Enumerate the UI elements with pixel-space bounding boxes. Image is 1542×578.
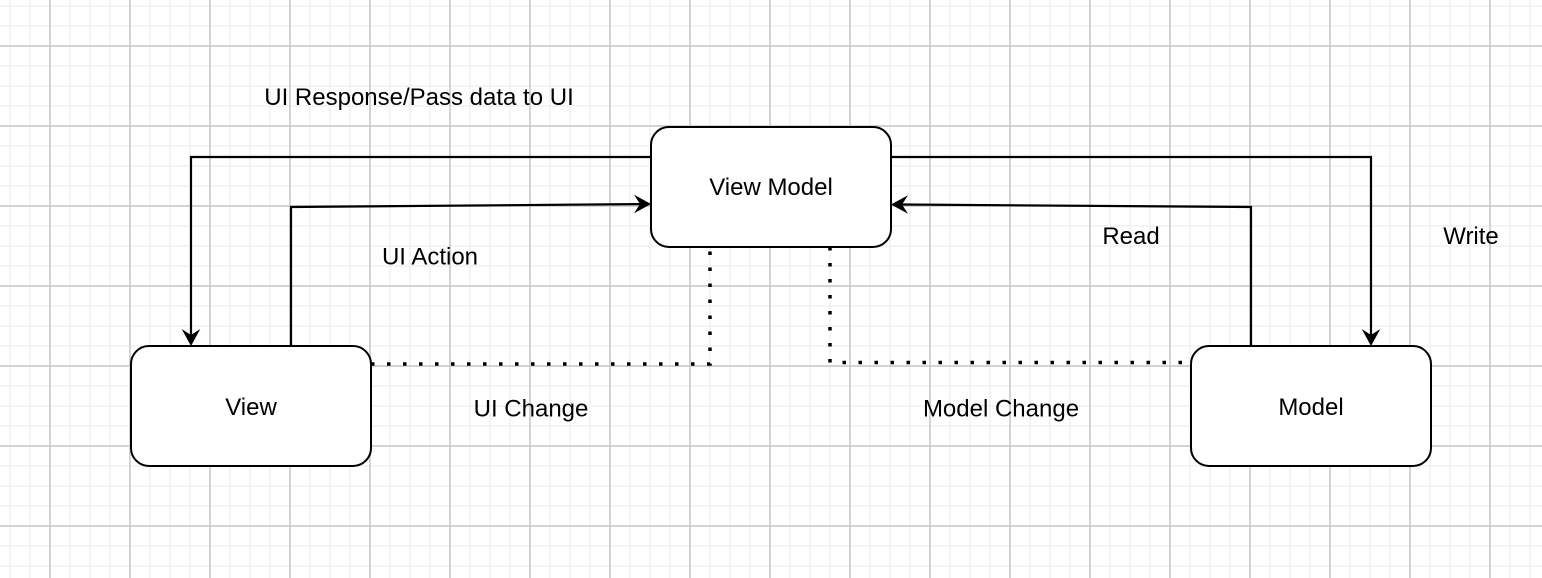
svg-text:UI Change: UI Change — [474, 396, 589, 423]
svg-text:Write: Write — [1443, 223, 1499, 250]
svg-text:View: View — [225, 394, 277, 421]
svg-text:UI Response/Pass data to UI: UI Response/Pass data to UI — [264, 84, 574, 111]
svg-text:Model: Model — [1278, 394, 1343, 421]
svg-text:View Model: View Model — [709, 174, 833, 201]
svg-text:Model Change: Model Change — [923, 396, 1079, 423]
svg-text:UI Action: UI Action — [382, 244, 478, 271]
svg-text:Read: Read — [1102, 223, 1159, 250]
